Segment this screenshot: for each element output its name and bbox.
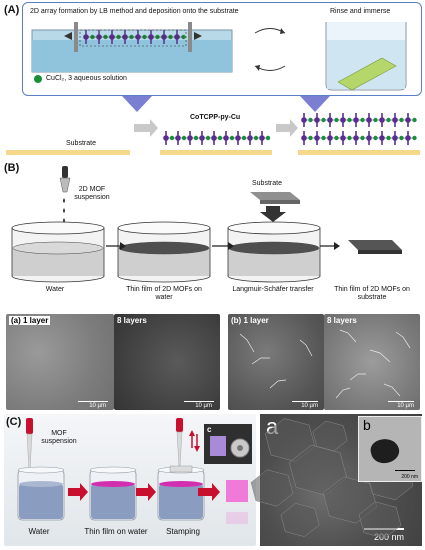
sem-image-3: (b) 1 layer 10 µm: [228, 314, 324, 410]
funnel-right: [300, 96, 330, 112]
substrate-bar-2: [160, 150, 272, 155]
funnel-left: [122, 96, 152, 112]
panel-b-label: (B): [4, 162, 20, 174]
panel-c-label: (C): [6, 416, 22, 428]
sem-tag-1: (a) 1 layer: [9, 316, 51, 325]
suspension-label-b: 2D MOF suspension: [74, 186, 110, 201]
step-b-2: Thin film of 2D MOFs on water: [126, 286, 202, 301]
substrate-label-b: Substrate: [252, 180, 282, 187]
lb-trough: [31, 22, 233, 73]
mof-film-multi: [301, 113, 417, 145]
inset-c-tag: c: [207, 425, 212, 434]
petri-dish: [227, 221, 321, 283]
step-c-3: Stamping: [166, 527, 200, 536]
step-c-1: Water: [28, 527, 50, 536]
petri-dish: [11, 221, 105, 283]
red-arrow-1: [68, 483, 88, 501]
substrate-label-a: Substrate: [66, 140, 96, 147]
panel-a-label: (A): [4, 4, 20, 16]
step-c-2: Thin film on water: [84, 527, 148, 536]
tem-scale-large: 200 nm: [373, 532, 404, 542]
substrate-plate-icon: [250, 192, 300, 204]
cucl2-dot: [34, 75, 42, 83]
solution-label: CuCl₂, 3 aqueous solution: [46, 75, 127, 82]
red-arrow-2: [136, 483, 156, 501]
step-b-3: Langmuir-Schäfer transfer: [232, 286, 314, 293]
inset-c-sample: [210, 436, 226, 456]
sem-tag-3: (b) 1 layer: [231, 316, 269, 325]
arrow-b-2: [212, 242, 234, 250]
substrate-bar-1: [6, 150, 130, 155]
sem-image-2: 8 layers 10 µm: [114, 314, 220, 410]
arrow-a-2: [276, 119, 298, 137]
substrate-bar-3: [298, 150, 420, 155]
rinse-beaker: [325, 22, 407, 91]
sem-scale-1: 10 µm: [89, 403, 106, 409]
lb-molecular-array: [83, 30, 186, 44]
tem-b-tag: b: [363, 417, 371, 433]
sem-scale-2: 10 µm: [195, 403, 212, 409]
dropper-icon: [59, 166, 71, 223]
beaker: [89, 466, 137, 521]
arrow-b-1: [106, 242, 126, 250]
step-b-1: Water: [45, 286, 65, 293]
up-down-arrow-icon: [189, 430, 200, 452]
sem-scale-3: 10 µm: [301, 403, 318, 409]
mof-film-single: [163, 131, 271, 145]
film-label: CoTCPP-py-Cu: [190, 114, 241, 121]
step-b-4: Thin film of 2D MOFs on substrate: [334, 286, 410, 301]
rinse-title: Rinse and immerse: [330, 8, 391, 15]
petri-dish: [117, 221, 211, 283]
arrow-a-1: [134, 119, 158, 137]
sem-tag-2: 8 layers: [117, 316, 147, 325]
tem-image-b: b 200 nm: [358, 416, 422, 482]
arrow-b-3: [320, 242, 340, 250]
lb-title: 2D array formation by LB method and depo…: [30, 8, 239, 15]
suspension-label-c: MOF suspension: [41, 430, 77, 445]
final-plate-icon: [348, 240, 402, 254]
red-arrow-3: [198, 483, 220, 501]
stamped-film: [226, 480, 248, 502]
sem-image-1: (a) 1 layer 10 µm: [6, 314, 114, 410]
down-arrow-b: [260, 206, 286, 222]
sem-scale-4: 10 µm: [397, 403, 414, 409]
sem-tag-4: 8 layers: [327, 316, 357, 325]
beaker: [17, 466, 65, 521]
tem-scale-small: 200 nm: [401, 474, 418, 480]
